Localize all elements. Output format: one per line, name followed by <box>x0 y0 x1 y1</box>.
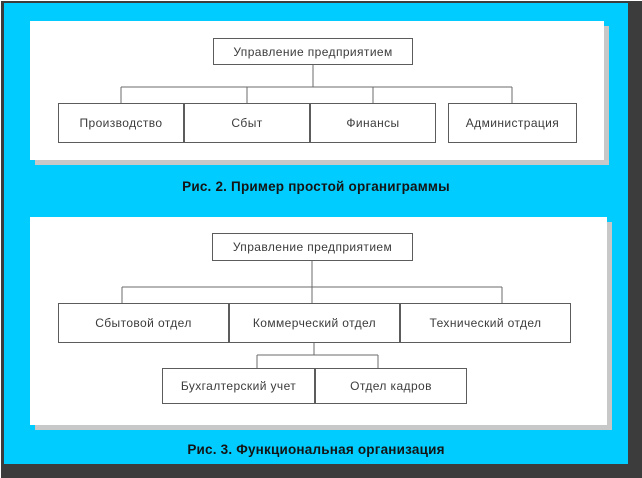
node-commercial-department: Коммерческий отдел <box>229 303 400 343</box>
node-finance: Финансы <box>310 103 436 143</box>
node-enterprise-management: Управление предприятием <box>213 38 413 65</box>
figure2-caption: Рис. 2. Пример простой органиграммы <box>182 179 450 194</box>
figure3-panel: Управление предприятием Сбытовой отдел К… <box>30 217 607 425</box>
figure2-panel: Управление предприятием Производство Сбы… <box>30 21 604 160</box>
node-administration: Администрация <box>448 103 577 143</box>
node-sales: Сбыт <box>184 103 310 143</box>
node-technical-department: Технический отдел <box>400 303 571 343</box>
node-accounting: Бухгалтерский учет <box>162 368 315 404</box>
figure3-caption: Рис. 3. Функциональная организация <box>187 442 445 457</box>
node-enterprise-management: Управление предприятием <box>212 233 413 261</box>
node-hr-department: Отдел кадров <box>315 368 467 404</box>
figure3-connector-lines <box>121 261 503 368</box>
page-background: Управление предприятием Производство Сбы… <box>4 3 628 464</box>
node-sales-department: Сбытовой отдел <box>58 303 229 343</box>
node-production: Производство <box>58 103 184 143</box>
figure2-connector-lines <box>120 65 513 103</box>
